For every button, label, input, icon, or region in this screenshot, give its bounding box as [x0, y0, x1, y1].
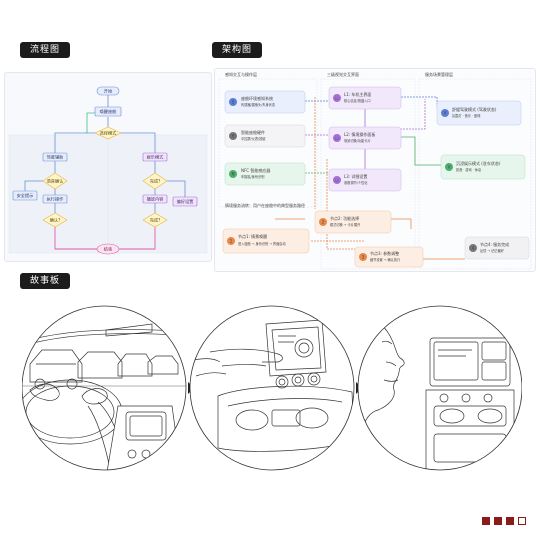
node-exec: [42, 194, 68, 204]
svg-text:驾驶辅助: 驾驶辅助: [47, 154, 64, 161]
page-indicator-2: [494, 517, 502, 525]
node-decision-right: [142, 172, 168, 190]
svg-text:确认?: 确认?: [50, 217, 61, 224]
svg-text:执行操作: 执行操作: [47, 196, 65, 203]
architecture-diagram: 感知交互与操作层 三级视觉交互界面 服务场景管理层 S 座舱环境感知系统 传感器…: [218, 71, 532, 270]
svg-text:N: N: [232, 172, 235, 177]
svg-text:V: V: [444, 111, 447, 116]
level-l3: [328, 168, 402, 192]
svg-text:完成?: 完成?: [150, 217, 161, 224]
svg-text:H: H: [231, 134, 234, 139]
svg-text:安全提示: 安全提示: [17, 192, 34, 199]
svg-text:L1: L1: [335, 97, 339, 101]
svg-text:舒缓驾驶模式 (驾驶状态): 舒缓驾驶模式 (驾驶状态): [452, 106, 497, 112]
node-end: [96, 243, 120, 255]
svg-text:2: 2: [322, 220, 325, 225]
svg-text:L3: L3: [335, 179, 339, 183]
svg-text:进入座舱 → 身份识别 → 界面启动: 进入座舱 → 身份识别 → 界面启动: [238, 241, 286, 246]
flowchart-panel: 开始 唤醒座舱 选择模式 驾驶辅助 娱乐模式 语音确认 完成? 安全提示 偏好设…: [4, 72, 212, 262]
left-node-nfc: [224, 162, 306, 186]
svg-text:节点3: 参数调整: 节点3: 参数调整: [370, 250, 399, 256]
storyboard-frames: [21, 305, 523, 471]
svg-text:L3: 详细设置: L3: 详细设置: [344, 173, 367, 179]
svg-text:影音 · 游戏 · 休息: 影音 · 游戏 · 休息: [456, 167, 481, 172]
step-4: [464, 236, 530, 260]
svg-text:L1: 车机主界面: L1: 车机主界面: [344, 91, 371, 97]
flowchart-diagram: 开始 唤醒座舱 选择模式 驾驶辅助 娱乐模式 语音确认 完成? 安全提示 偏好设…: [8, 86, 208, 255]
right-node-ent-mode: [440, 154, 526, 180]
svg-text:节点4: 服务完成: 节点4: 服务完成: [480, 241, 509, 247]
left-node-hardware: [224, 124, 306, 148]
svg-text:服务场景管理层: 服务场景管理层: [425, 71, 453, 77]
svg-text:细节设置 → 确认执行: 细节设置 → 确认执行: [370, 257, 401, 262]
storyboard-frame-3: [358, 306, 522, 470]
svg-text:L2: L2: [335, 137, 339, 141]
storyboard-frame-2: [190, 306, 354, 470]
svg-text:1: 1: [230, 239, 233, 244]
node-wake: [94, 106, 122, 117]
svg-text:传感器/摄像头/车身状态: 传感器/摄像头/车身状态: [241, 102, 276, 107]
svg-text:选择模式: 选择模式: [100, 130, 118, 137]
level-l1: [328, 86, 402, 110]
step-2: [314, 210, 392, 234]
svg-text:S: S: [232, 100, 235, 105]
node-pref: [172, 196, 198, 207]
svg-text:场景切换/功能卡片: 场景切换/功能卡片: [344, 138, 371, 143]
svg-text:开始: 开始: [104, 88, 113, 95]
architecture-heading: 架构图: [212, 42, 263, 58]
svg-text:L2: 情境操作面板: L2: 情境操作面板: [344, 131, 375, 137]
node-confirm: [42, 212, 68, 228]
node-ent: [142, 152, 168, 162]
svg-text:唤醒座舱: 唤醒座舱: [100, 108, 118, 115]
node-decision-left: [42, 172, 68, 190]
node-safety: [12, 190, 38, 201]
svg-text:节点1: 情景唤醒: 节点1: 情景唤醒: [238, 233, 267, 239]
svg-text:反馈 → 记忆偏好: 反馈 → 记忆偏好: [480, 248, 505, 253]
page-indicator-4: [518, 517, 526, 525]
storyboard: [21, 302, 523, 478]
svg-text:参数调节/个性化: 参数调节/个性化: [344, 180, 368, 185]
step-3: [354, 246, 424, 268]
svg-text:3: 3: [362, 255, 365, 260]
node-start: [96, 86, 120, 96]
right-node-drive-mode: [436, 100, 522, 126]
svg-text:核心信息/快捷入口: 核心信息/快捷入口: [344, 98, 371, 103]
architecture-panel: 感知交互与操作层 三级视觉交互界面 服务场景管理层 S 座舱环境感知系统 传感器…: [214, 68, 536, 272]
svg-text:完成?: 完成?: [150, 178, 161, 185]
svg-text:播放内容: 播放内容: [147, 196, 164, 203]
node-play: [142, 194, 168, 204]
svg-text:情境服务流转：用户在座舱中的典型服务路径: 情境服务流转：用户在座舱中的典型服务路径: [225, 202, 305, 208]
svg-text:座舱环境感知系统: 座舱环境感知系统: [241, 95, 273, 101]
node-done: [142, 212, 168, 228]
page-indicator-1: [482, 517, 490, 525]
step-1: [222, 228, 310, 254]
node-decision-mode: [94, 126, 122, 140]
svg-text:节点2: 功能选择: 节点2: 功能选择: [330, 215, 359, 221]
node-drive: [42, 152, 68, 162]
svg-text:中控屏/仪表/按键: 中控屏/仪表/按键: [241, 136, 266, 141]
svg-text:模式切换 → 卡片展开: 模式切换 → 卡片展开: [330, 222, 361, 227]
svg-text:V: V: [448, 165, 451, 170]
level-l2: [328, 126, 402, 150]
svg-text:偏好设置: 偏好设置: [177, 198, 194, 205]
svg-text:三级视觉交互界面: 三级视觉交互界面: [327, 71, 359, 77]
flowchart-heading: 流程图: [20, 42, 71, 58]
svg-text:氛围灯 · 音乐 · 座椅: 氛围灯 · 音乐 · 座椅: [452, 113, 481, 118]
svg-text:车钥匙/身份识别: 车钥匙/身份识别: [241, 174, 264, 179]
svg-text:4: 4: [472, 246, 475, 251]
svg-text:NFC 智能感应器: NFC 智能感应器: [241, 167, 270, 173]
svg-text:语音确认: 语音确认: [47, 178, 65, 185]
page-indicator-3: [506, 517, 514, 525]
storyboard-heading: 故事板: [20, 273, 71, 289]
svg-text:娱乐模式: 娱乐模式: [147, 154, 165, 161]
svg-text:结束: 结束: [104, 246, 113, 253]
svg-text:沉浸娱乐模式 (驻车状态): 沉浸娱乐模式 (驻车状态): [456, 160, 501, 166]
left-node-sensing: [224, 90, 306, 114]
svg-text:智能座舱硬件: 智能座舱硬件: [241, 129, 265, 135]
svg-text:感知交互与操作层: 感知交互与操作层: [225, 71, 257, 77]
storyboard-frame-1: [22, 306, 186, 470]
